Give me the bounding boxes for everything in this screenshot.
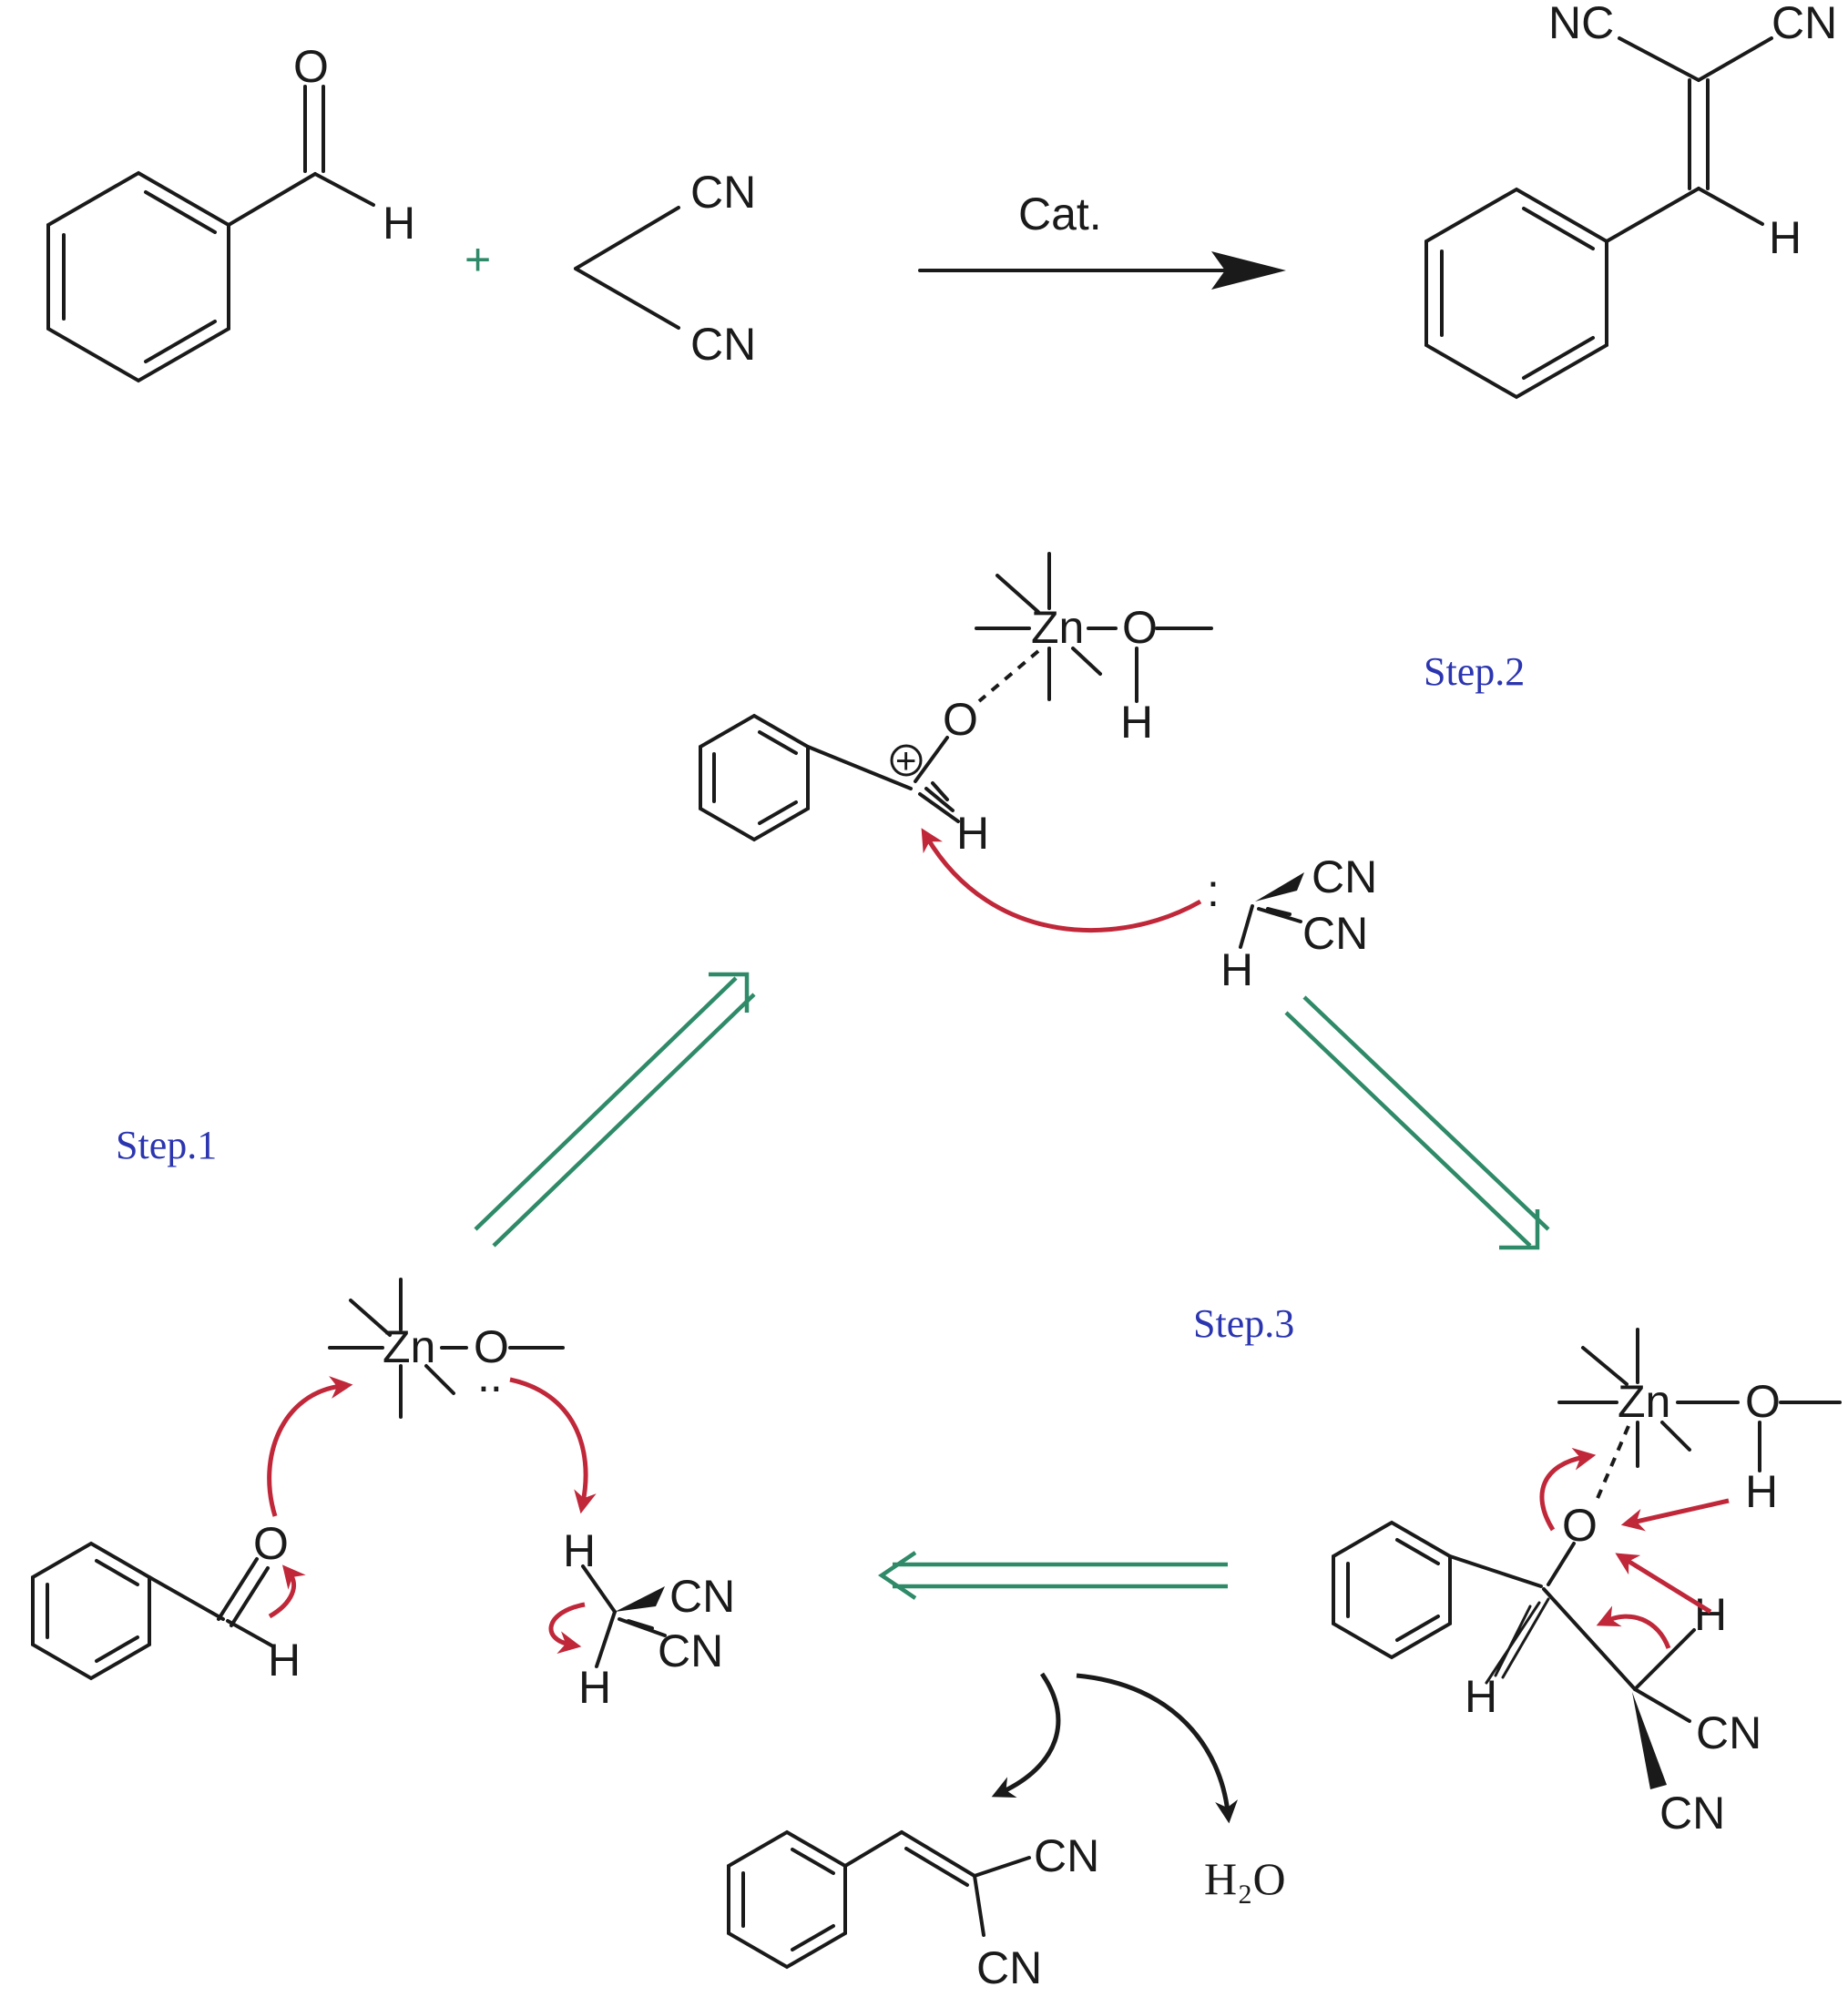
step1-aldehyde-h: H [268,1635,301,1686]
step1-aldehyde-o: O [253,1518,289,1569]
step1-carbonyl-arrow [268,1564,306,1619]
step-1-label: Step.1 [116,1123,217,1167]
step2-nucleophilic-attack-arrow [921,828,1202,933]
step3-cn1: CN [1696,1707,1761,1758]
step3-zn-hydroxide: Zn O H [1557,1328,1842,1517]
final-product-cn2: CN [976,1942,1042,1993]
step3-ch-h-to-o-arrow [1615,1553,1712,1615]
step3-oh-h-to-o-arrow [1620,1498,1730,1532]
step3-adduct: O H H CN CN [1332,1500,1761,1839]
step2-oh-h-label: H [1120,697,1153,748]
catalyst-label: Cat. [1018,188,1102,239]
step1-zn-hydroxide: Zn O .. [328,1278,565,1419]
benzylidenemalononitrile-product: NC CN H [1424,0,1837,400]
step3-h-right: H [1694,1589,1727,1640]
step1-o-label: O [474,1321,509,1372]
step1-ch-bond-arrow [548,1602,586,1654]
step2-o-label: O [1122,602,1158,653]
malononitrile-cn-bottom: CN [690,319,756,370]
step1-malononitrile: H H CN CN [563,1525,735,1713]
step3-cn2: CN [1659,1788,1725,1839]
step1-benzaldehyde: O H [31,1518,301,1686]
malononitrile-reactant: CN CN [574,167,756,370]
equilibrium-arrow-step3-to-step1 [877,1551,1228,1600]
step2-cation-o-label: O [943,694,978,745]
step1-o-lone-pair: .. [477,1350,503,1401]
step1-malono-h-top: H [563,1525,596,1576]
step1-malono-h-bottom: H [578,1662,611,1713]
product-nc-label: NC [1548,0,1614,48]
step3-oh-h-label: H [1745,1466,1778,1517]
step3-o-to-zn-arrow [1539,1447,1597,1532]
equilibrium-arrow-step2-to-step3 [1284,995,1550,1250]
step3-o-label: O [1745,1376,1781,1427]
step-2-label: Step.2 [1424,649,1525,694]
aldehyde-oxygen-label: O [293,41,329,92]
step1-o-to-zn-arrow [267,1376,353,1517]
step2-benzyl-cation: + O H [699,694,989,859]
malononitrile-cn-top: CN [690,167,756,218]
step3-c-h-bond-arrow [1596,1605,1671,1649]
product-cn-label: CN [1771,0,1837,48]
plus-sign: + [465,234,491,285]
step2-zn-label: Zn [1031,602,1084,653]
step2-cation-h-label: H [956,808,989,859]
step-3-label: Step.3 [1193,1301,1294,1346]
equilibrium-arrow-step1-to-step2 [474,972,756,1248]
product-release-arrow [991,1672,1061,1798]
step1-lone-pair-to-h-arrow [509,1377,597,1514]
final-product-alkene: CN CN [727,1829,1099,1993]
step3-h-left: H [1465,1671,1497,1722]
benzaldehyde-reactant: O H [46,41,415,383]
water-release-arrow [1076,1673,1238,1824]
step2-carbanion-cn2: CN [1302,908,1368,959]
step3-zn-label: Zn [1618,1376,1670,1427]
step2-plus-charge: + [895,741,916,781]
step2-carbanion: : CN CN H [1207,851,1377,995]
final-product-cn1: CN [1034,1830,1099,1881]
step2-carbanion-h: H [1220,944,1253,995]
water-label: H₂O [1204,1853,1286,1904]
reaction-arrow: Cat. [918,188,1286,290]
step1-malono-cn1: CN [669,1571,735,1622]
step1-zn-label: Zn [383,1321,435,1372]
aldehyde-hydrogen-label: H [383,198,415,249]
step1-malono-cn2: CN [658,1625,723,1676]
product-h-label: H [1769,212,1802,263]
step2-lone-pair: : [1207,865,1220,916]
step2-carbanion-cn1: CN [1312,851,1377,902]
step2-zn-hydroxide: Zn O H [975,552,1213,748]
step3-alkoxide-o: O [1562,1500,1598,1551]
